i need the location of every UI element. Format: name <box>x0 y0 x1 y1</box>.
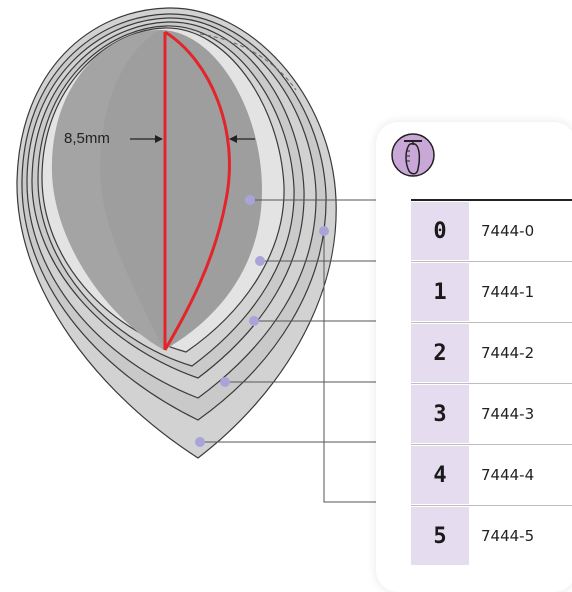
measure-arrowhead-left <box>155 135 163 143</box>
marker-dot-size-2 <box>249 316 259 326</box>
article-code: 7444-5 <box>481 527 535 545</box>
article-code: 7444-2 <box>481 344 535 362</box>
marker-dot-size-1 <box>255 256 265 266</box>
size-row-5: 5 7444-5 <box>411 507 572 565</box>
size-row-3: 3 7444-3 <box>411 385 572 443</box>
measure-arrowhead-right <box>229 135 237 143</box>
marker-dot-size-5 <box>319 226 329 236</box>
size-row-0: 0 7444-0 <box>411 202 572 260</box>
size-row-4: 4 7444-4 <box>411 446 572 504</box>
size-number: 1 <box>411 263 469 321</box>
size-number: 4 <box>411 446 469 504</box>
size-row-1: 1 7444-1 <box>411 263 572 321</box>
marker-dot-size-0 <box>245 195 255 205</box>
row-divider <box>411 505 572 506</box>
marker-dot-size-4 <box>195 437 205 447</box>
heel-dash-line <box>199 33 297 91</box>
insole-size-diagram <box>16 7 572 503</box>
row-divider <box>411 261 572 262</box>
row-divider <box>411 444 572 445</box>
size-row-2: 2 7444-2 <box>411 324 572 382</box>
article-code: 7444-3 <box>481 405 535 423</box>
row-divider <box>411 383 572 384</box>
thickness-measurement-label: 8,5mm <box>64 130 110 147</box>
size-number: 2 <box>411 324 469 382</box>
marker-dot-size-3 <box>220 377 230 387</box>
profile-curve <box>163 30 231 351</box>
insole-surface-shade <box>51 30 164 350</box>
foot-sole-icon <box>391 133 435 177</box>
size-number: 3 <box>411 385 469 443</box>
size-number: 0 <box>411 202 469 260</box>
size-number: 5 <box>411 507 469 565</box>
article-code: 7444-1 <box>481 283 535 301</box>
row-divider <box>411 322 572 323</box>
article-code: 7444-0 <box>481 222 535 240</box>
table-header-divider <box>411 199 572 201</box>
article-code: 7444-4 <box>481 466 535 484</box>
